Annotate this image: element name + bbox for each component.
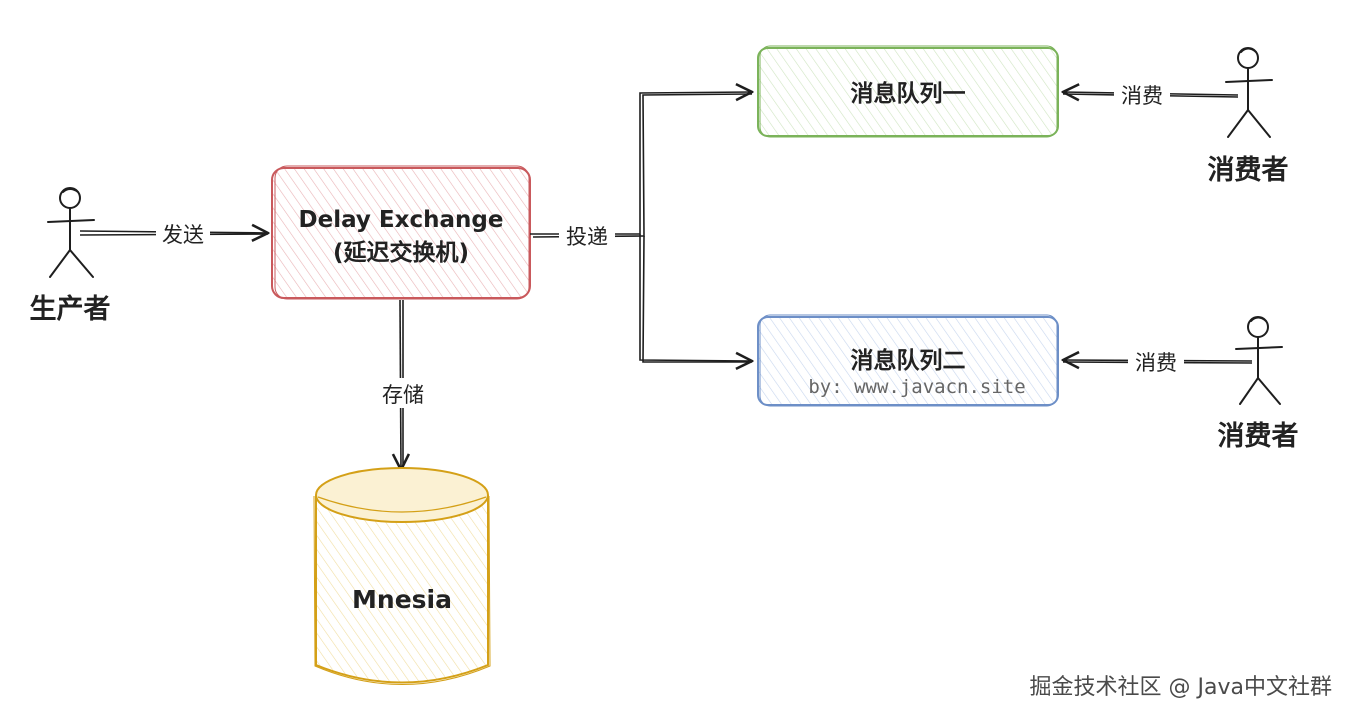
edge-store: 存储 [374, 299, 432, 470]
edge-deliver: 投递 [530, 92, 752, 362]
edge-consume1-label: 消费 [1121, 84, 1163, 108]
queue1-label: 消息队列一 [851, 80, 966, 107]
producer-label: 生产者 [30, 294, 111, 325]
storage-label: Mnesia [352, 585, 452, 614]
watermark-text: by: www.javacn.site [808, 376, 1025, 398]
exchange-subtitle: (延迟交换机) [333, 239, 469, 266]
edge-consume2: 消费 [1063, 347, 1253, 375]
edge-deliver-label: 投递 [566, 225, 608, 249]
edge-send: 发送 [79, 219, 268, 247]
edge-consume2-label: 消费 [1135, 351, 1177, 375]
consumer1-figure [1225, 47, 1273, 138]
edge-consume1: 消费 [1063, 80, 1239, 108]
queue2-label: 消息队列二 [851, 347, 966, 374]
storage-node: Mnesia [313, 467, 491, 685]
consumer2-label: 消费者 [1218, 421, 1299, 452]
producer-figure [47, 187, 95, 278]
queue1-node: 消息队列一 [757, 45, 1059, 138]
queue2-node: 消息队列二 by: www.javacn.site [757, 314, 1059, 407]
consumer2-figure [1235, 316, 1283, 405]
edge-store-label: 存储 [382, 383, 424, 407]
consumer1-label: 消费者 [1208, 155, 1289, 186]
footer-credit: 掘金技术社区 @ Java中文社群 [1030, 675, 1332, 700]
exchange-title: Delay Exchange [299, 207, 504, 233]
edge-send-label: 发送 [162, 223, 204, 247]
exchange-node: Delay Exchange (延迟交换机) [271, 165, 531, 300]
